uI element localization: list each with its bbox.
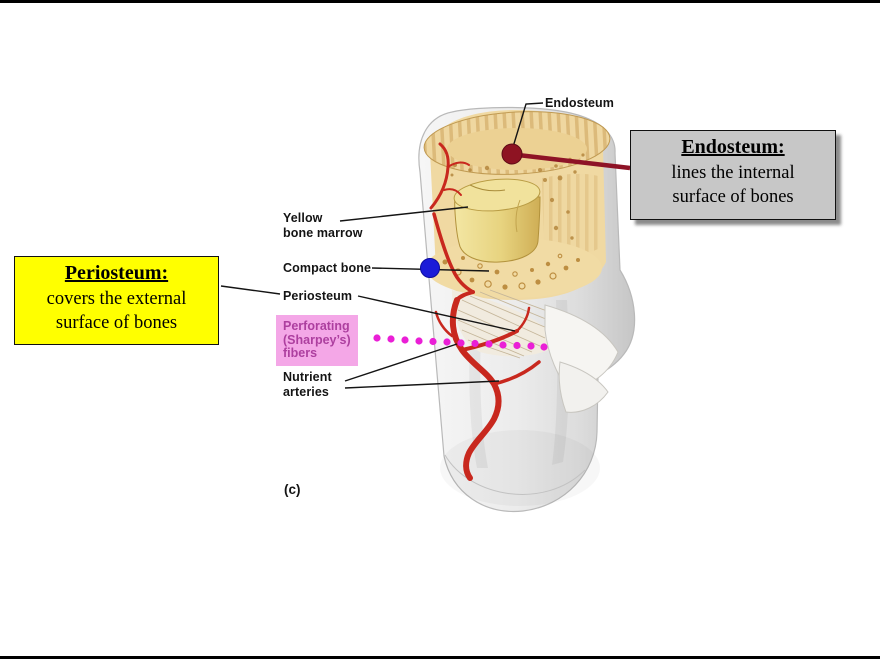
periosteum-label: Periosteum (283, 289, 353, 303)
nutrient-arteries-label: Nutrient arteries (283, 370, 332, 399)
endosteum-callout-box: Endosteum: lines the internal surface of… (630, 130, 836, 220)
leader-nutrient-artery-1 (344, 343, 458, 382)
sharpeys-fibers-zone (452, 290, 562, 357)
leader-periosteum (357, 295, 516, 332)
sharpeys-fibers-dotted-leader (373, 334, 548, 351)
compact-bone-label: Compact bone (283, 261, 372, 275)
yellow-bone-marrow-label: Yellow bone marrow (283, 211, 363, 240)
leader-nutrient-artery-2 (344, 380, 500, 389)
figure-caption: (c) (284, 482, 301, 497)
shaft-bottom-contour (444, 454, 586, 495)
leader-endosteum-top (512, 102, 544, 148)
perforating-fibers-label: Perforating (Sharpey’s) fibers (276, 315, 358, 366)
periosteum-flap (558, 361, 609, 413)
leader-lines (220, 102, 544, 389)
endosteum-marker-dot (501, 143, 523, 165)
yellow-bone-marrow-cylinder (453, 178, 541, 263)
endosteum-callout-body: lines the internal surface of bones (671, 163, 795, 207)
endosteum-callout-connector (517, 152, 631, 171)
slide-top-border (0, 0, 880, 3)
periosteum-callout-box: Periosteum: covers the external surface … (14, 256, 219, 345)
periosteum-callout-title: Periosteum: (64, 262, 169, 284)
spongy-bone-patch (542, 173, 600, 256)
compact-bone-marker-dot (420, 258, 440, 278)
osteon-dots (442, 253, 580, 290)
endosteum-pointer-label: Endosteum (545, 96, 614, 110)
bone-illustration (418, 106, 636, 513)
leader-periosteum-callout (220, 285, 281, 295)
slide-bottom-border (0, 656, 880, 659)
leader-yellow-bone-marrow (339, 206, 469, 222)
endosteum-callout-title: Endosteum: (681, 136, 785, 158)
periosteum-callout-body: covers the external surface of bones (46, 289, 187, 333)
